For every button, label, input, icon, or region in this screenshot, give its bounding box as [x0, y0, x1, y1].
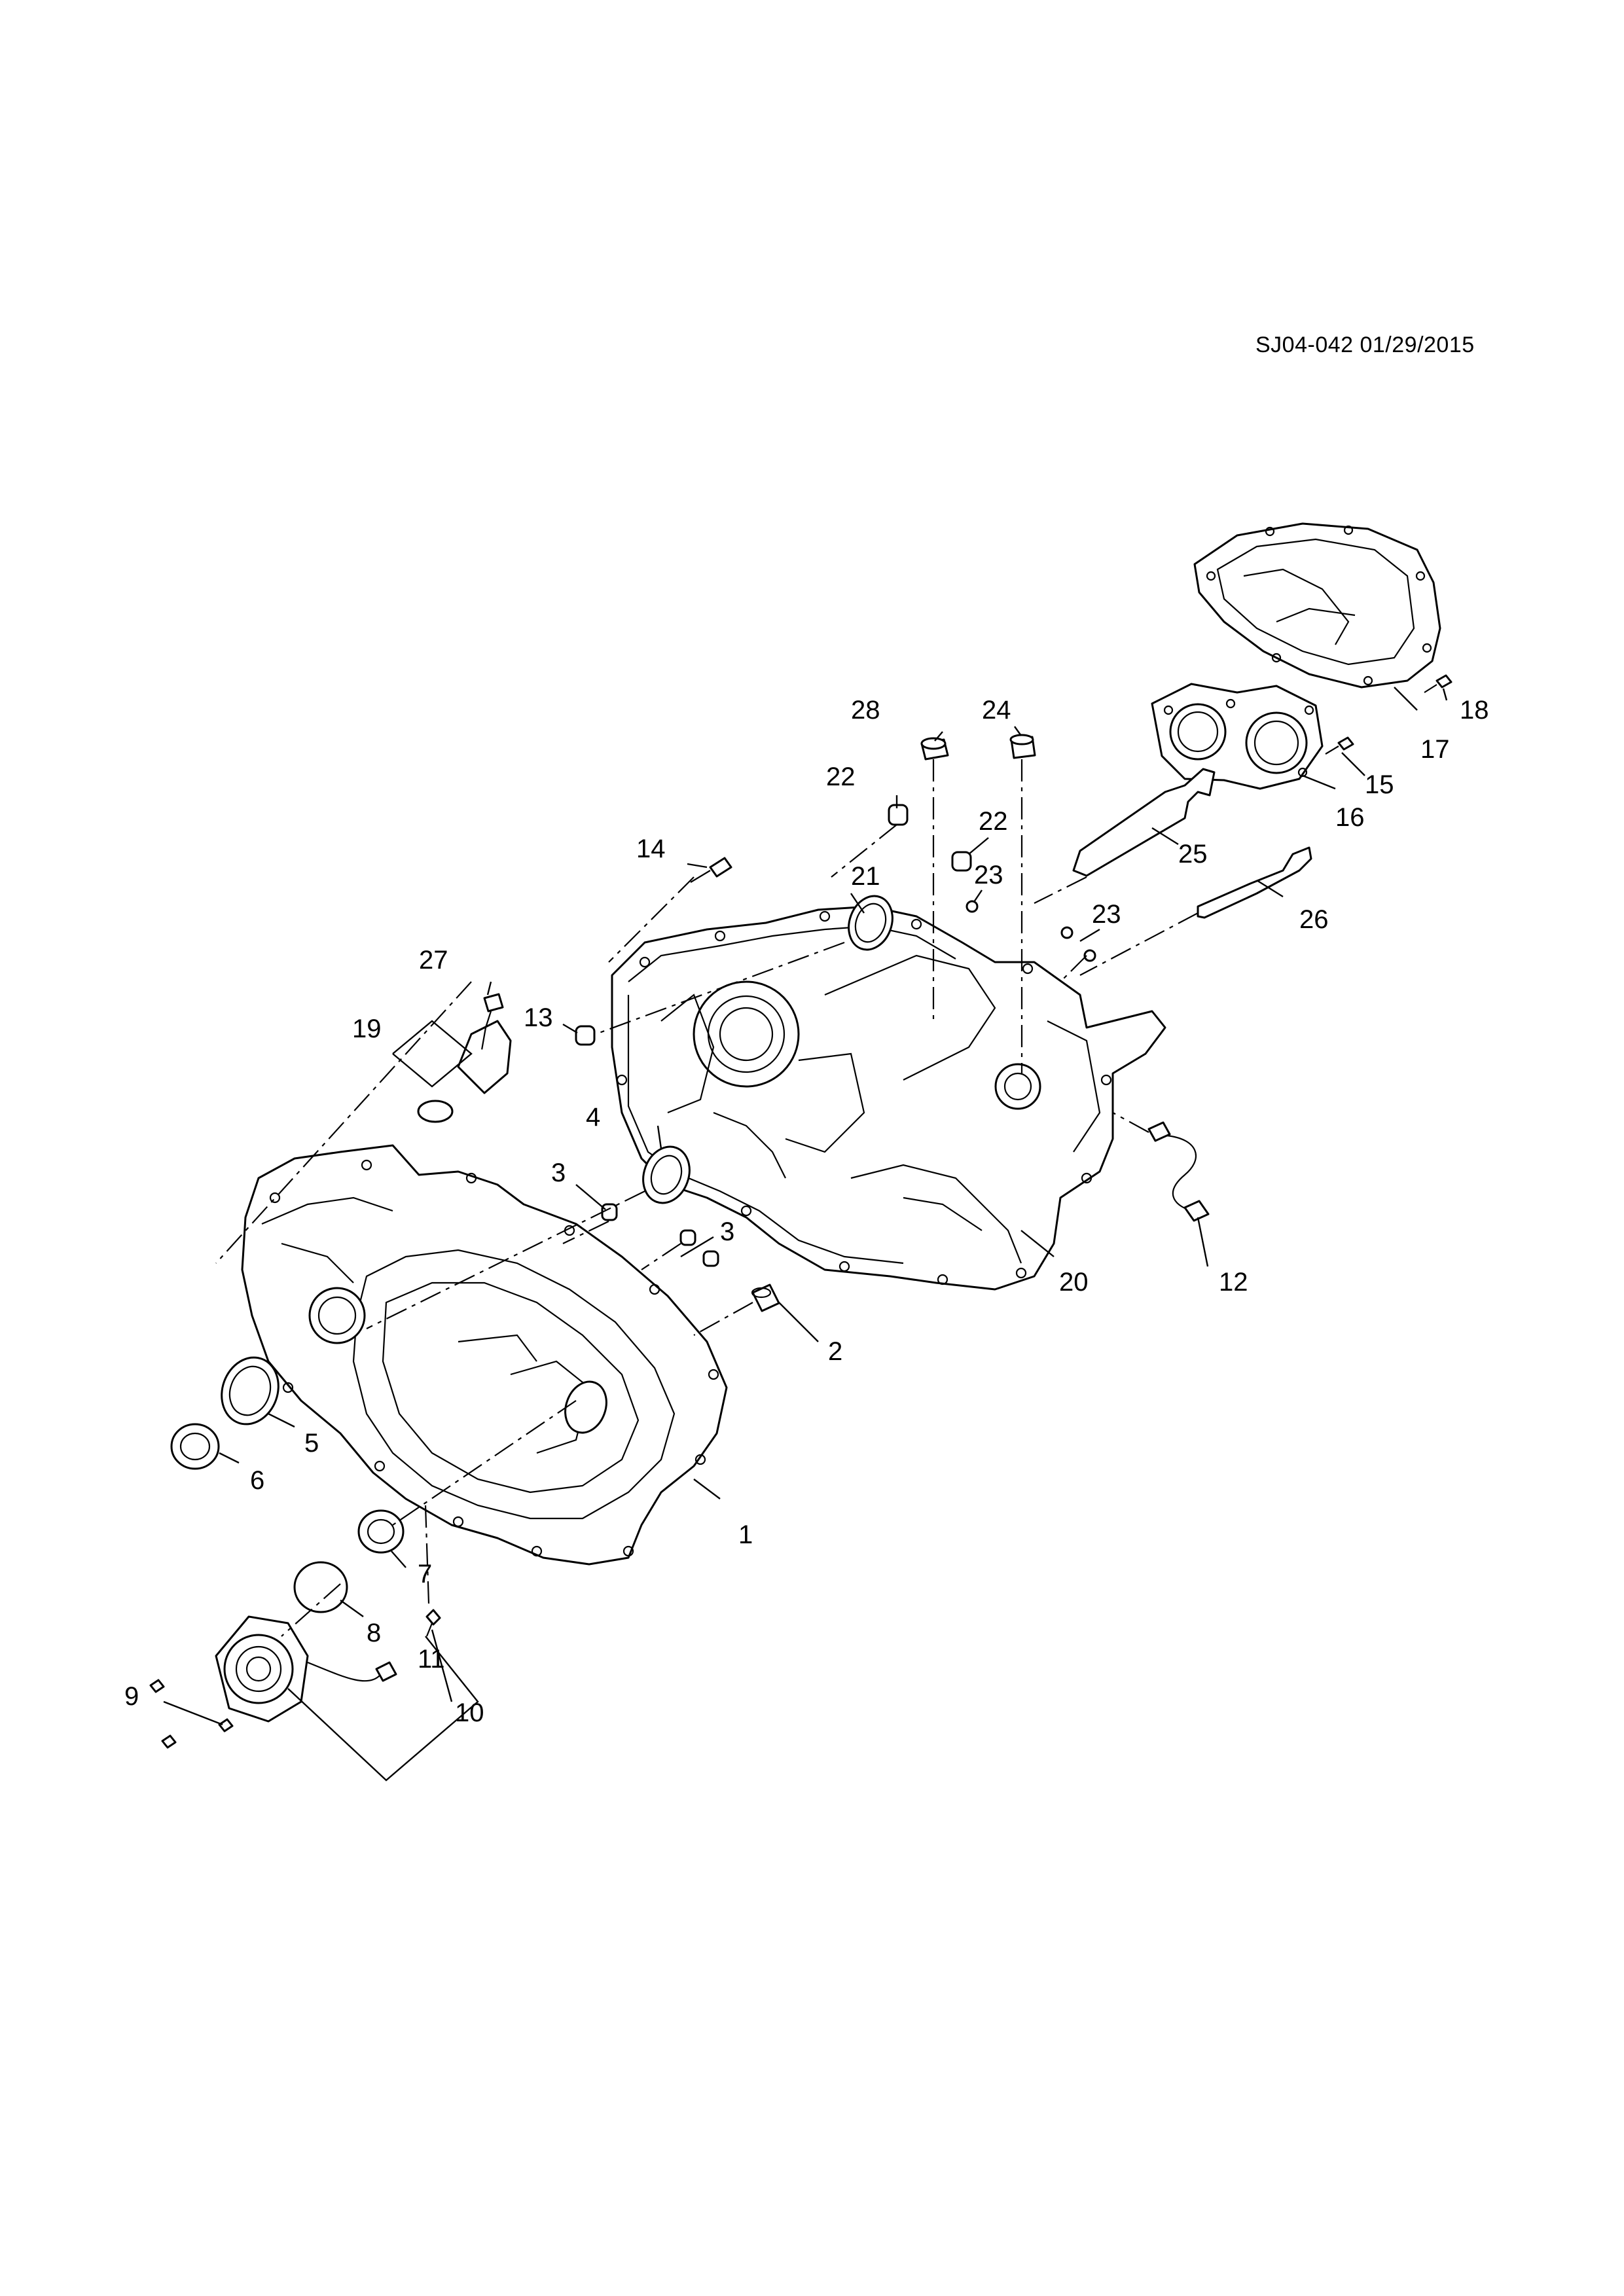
drawing-id: SJ04-042 01/29/2015: [1255, 332, 1475, 357]
callout-17: 17: [1420, 735, 1450, 764]
part-22-dowel-b: [951, 851, 972, 872]
callout-25: 25: [1178, 840, 1208, 869]
part-2-plug: [751, 1283, 780, 1312]
callout-23b: 23: [1092, 900, 1121, 929]
part-23-bolt-b: [1060, 926, 1096, 962]
callout-26: 26: [1299, 905, 1329, 934]
part-13-dowel: [575, 1025, 596, 1046]
callout-11: 11: [418, 1645, 445, 1674]
alignment-lines: [215, 759, 1199, 1637]
part-21-seal: [848, 895, 893, 951]
part-14-bolt: [690, 857, 732, 883]
part-18-bolt: [1424, 674, 1453, 693]
leader-lines: [163, 687, 1448, 1782]
part-1-clutch-housing: [241, 1144, 728, 1566]
part-5-bearing-race: [221, 1356, 280, 1426]
part-8-o-ring: [293, 1561, 348, 1613]
callout-20: 20: [1059, 1268, 1089, 1297]
callout-3a: 3: [551, 1158, 566, 1187]
callout-28: 28: [851, 696, 880, 725]
part-28-plug: [920, 737, 949, 761]
callout-10: 10: [455, 1698, 484, 1727]
callout-13: 13: [524, 1003, 553, 1032]
callout-22b: 22: [979, 807, 1008, 836]
part-6-seal: [170, 1423, 220, 1470]
part-3-dowel-b: [679, 1229, 719, 1267]
part-20-transmission-case: [611, 905, 1166, 1291]
callout-27: 27: [419, 946, 448, 975]
callout-24: 24: [982, 696, 1011, 725]
callout-14: 14: [636, 834, 666, 863]
callout-15: 15: [1365, 770, 1394, 799]
part-26-shift-rail: [1197, 846, 1312, 919]
part-17-rear-cover: [1193, 522, 1441, 689]
part-27-bolt: [483, 993, 504, 1028]
part-4-bushing: [642, 1145, 691, 1204]
part-24-plug: [1009, 734, 1036, 759]
callout-6: 6: [250, 1466, 264, 1495]
callout-4: 4: [586, 1103, 600, 1132]
callout-18: 18: [1460, 696, 1489, 725]
callout-8: 8: [367, 1619, 381, 1647]
callout-22a: 22: [826, 762, 856, 791]
part-16-gasket-plate: [1151, 683, 1324, 790]
part-25-shift-fork: [1072, 768, 1216, 877]
part-11-bleeder: [425, 1609, 441, 1637]
part-3-dowel-a: [601, 1203, 618, 1221]
part-12-sensor: [1147, 1121, 1210, 1222]
callout-2: 2: [828, 1337, 842, 1366]
part-10-release-bearing: [215, 1615, 397, 1723]
callout-3b: 3: [720, 1217, 734, 1246]
part-22-dowel-a: [888, 804, 909, 826]
callout-21: 21: [851, 862, 880, 891]
callout-5: 5: [304, 1429, 319, 1458]
callout-16: 16: [1335, 803, 1365, 832]
callout-1: 1: [738, 1520, 753, 1549]
callout-numbers: 1 2 3 3 4 5 6 7 8 9 10 11 12 13 14 15 16…: [124, 696, 1489, 1727]
callout-9: 9: [124, 1682, 139, 1711]
callout-12: 12: [1219, 1268, 1248, 1297]
part-23-bolt-a: [965, 900, 979, 913]
part-7-seal: [357, 1509, 405, 1554]
part-9-bolts: [149, 1679, 234, 1749]
callout-23a: 23: [974, 861, 1003, 889]
callout-19: 19: [352, 1014, 382, 1043]
part-19-bracket: [417, 1020, 512, 1123]
part-15-bolt: [1325, 736, 1354, 755]
callout-7: 7: [418, 1560, 432, 1588]
